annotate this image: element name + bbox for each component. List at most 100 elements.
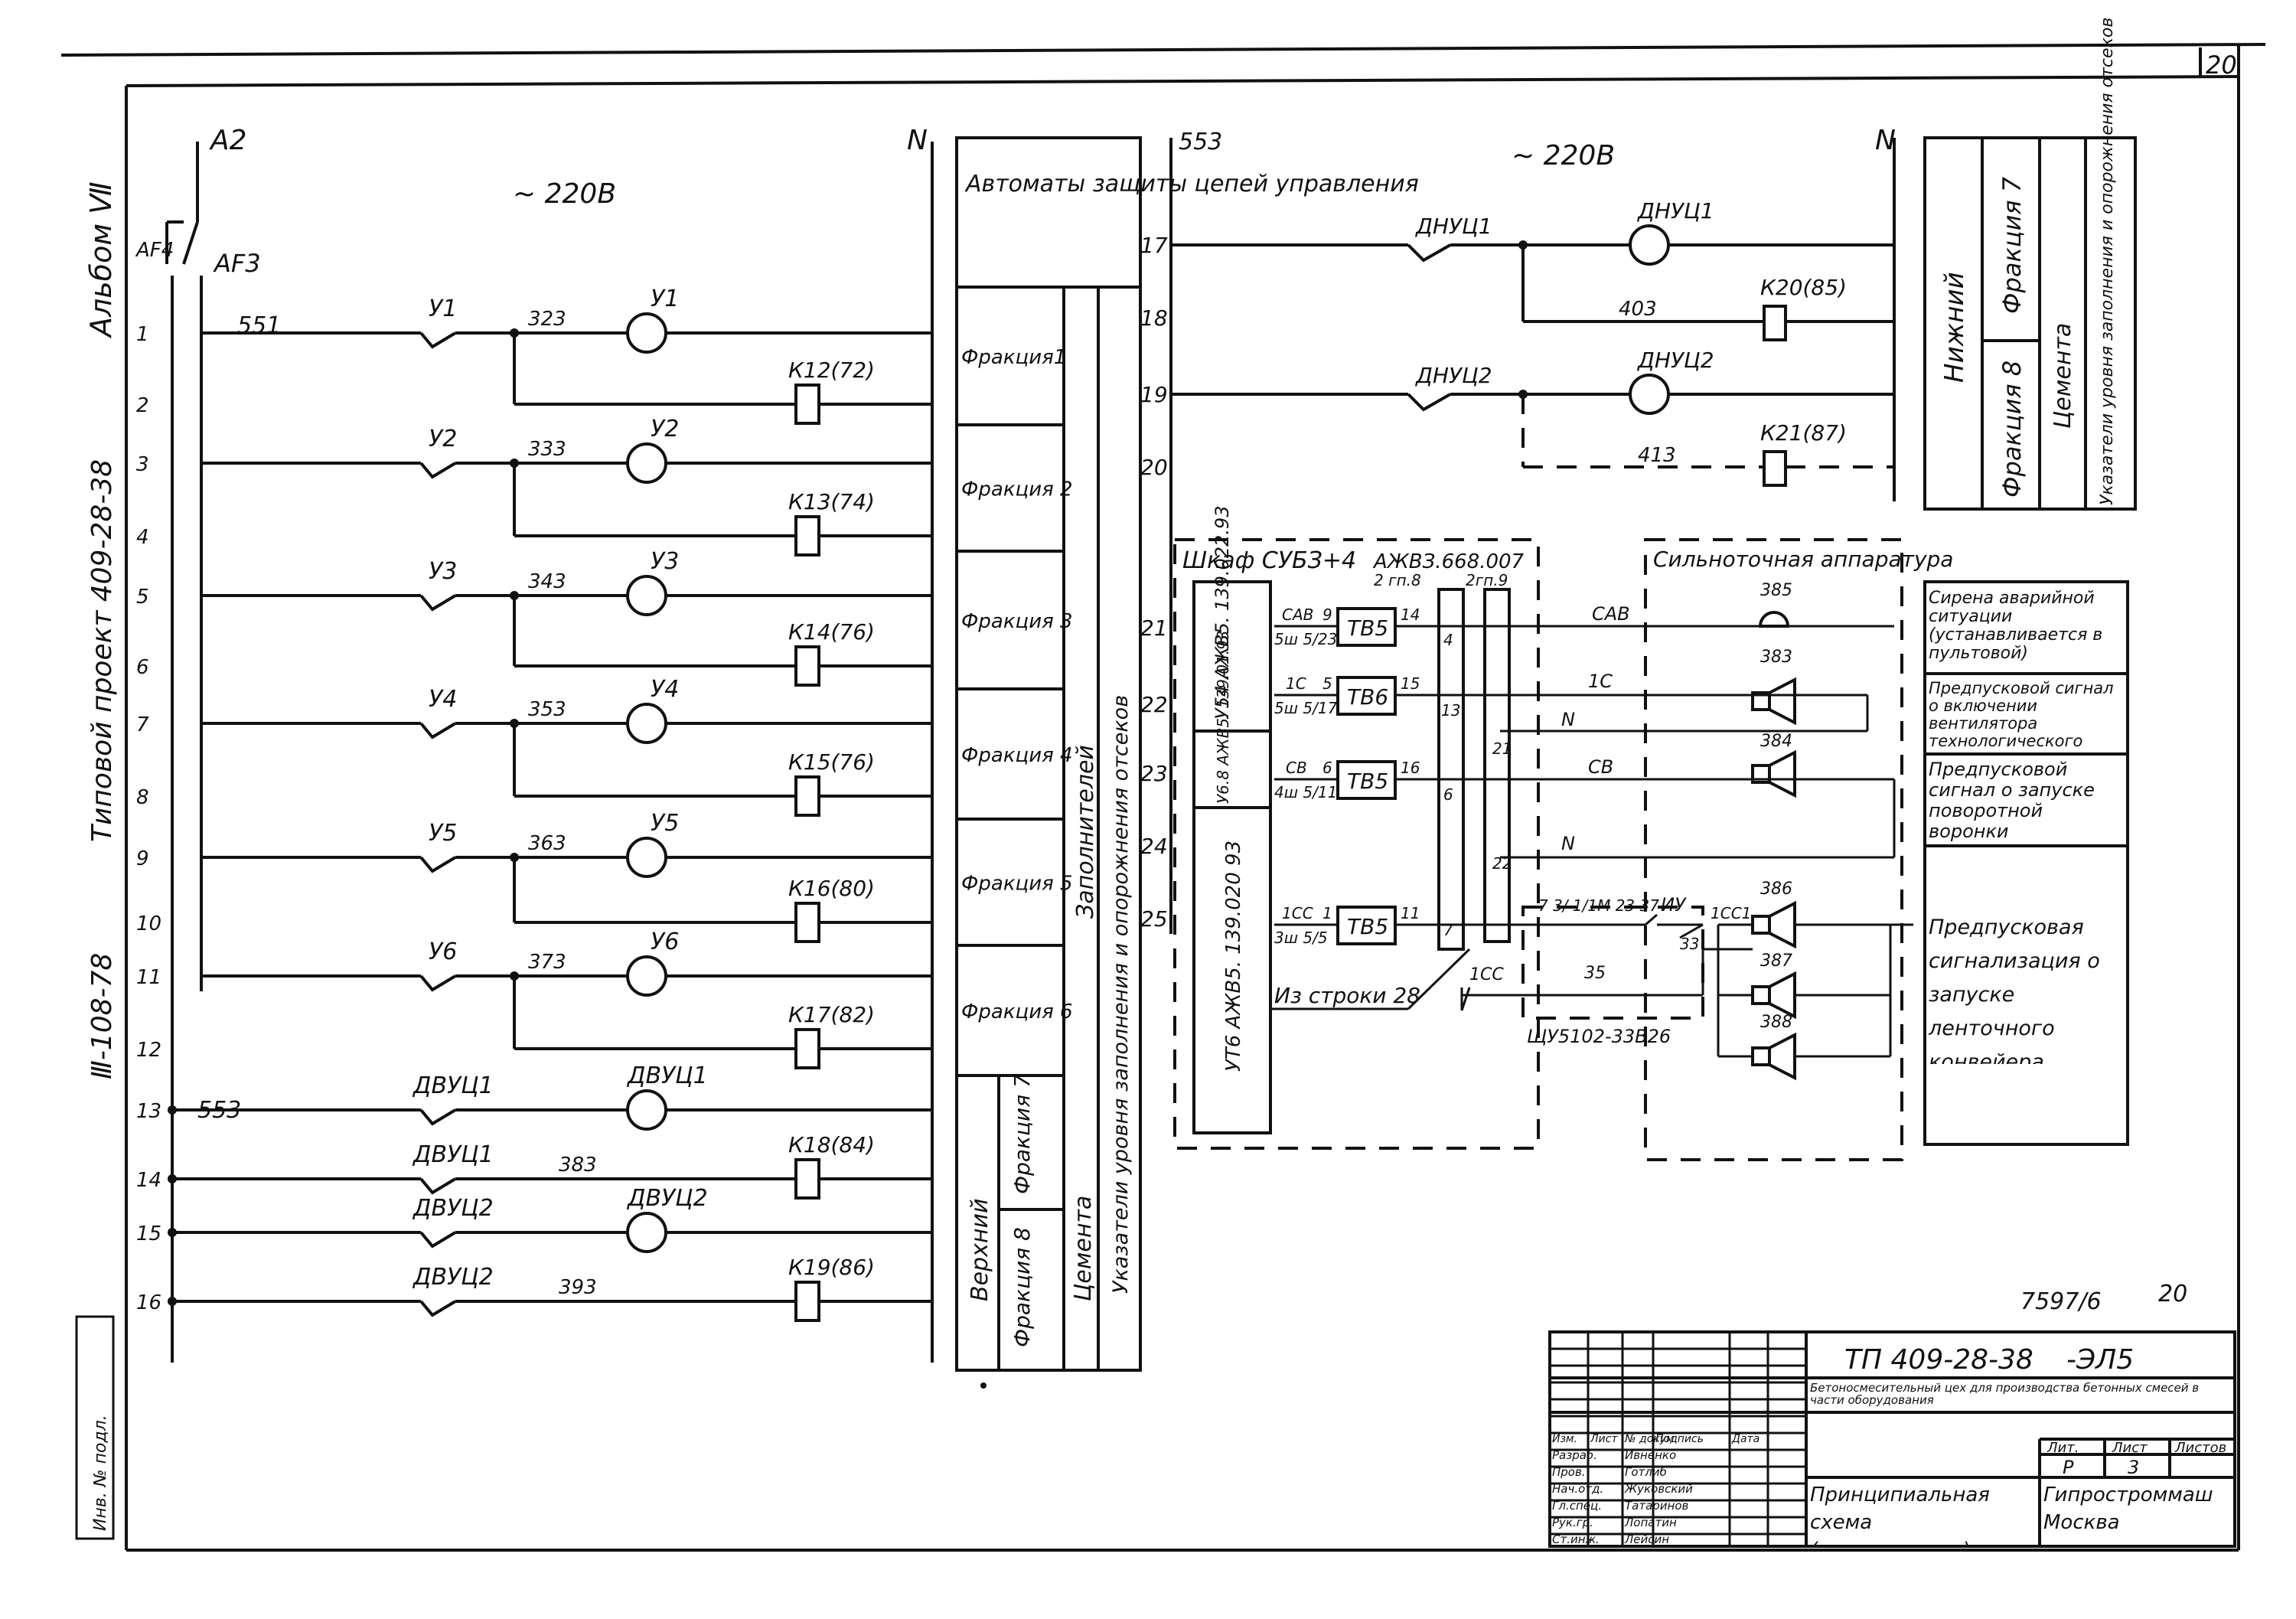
ajv-label: АЖВЗ.668.007 [1372, 550, 1525, 573]
switch-label-13: ДВУЦ1 [412, 1072, 494, 1099]
lit-head: Лит. [2047, 1440, 2079, 1456]
k33-label: 33 [1680, 935, 1699, 953]
row-number-15: 15 [136, 1222, 161, 1245]
wire-label-7: 353 [528, 698, 566, 721]
switch-label-11: У6 [429, 938, 457, 965]
legend-level-lower: Нижний [1939, 272, 1970, 383]
row-25: 25 [1140, 906, 1168, 932]
legend-cement: Цемента [2050, 323, 2076, 429]
row-19: 19 [1140, 382, 1168, 407]
sav-num: 14 [1401, 605, 1420, 624]
signal-legend-3: Предпусковой сигнал о запуске поворотной… [1929, 759, 2095, 842]
line-n1: N [1561, 709, 1575, 730]
fraction-cell-2: Фракция 2 [961, 478, 1073, 501]
tb-head-1: Лист [1590, 1433, 1618, 1445]
switch-label-3: У2 [429, 426, 457, 452]
bottom-cement: Цемента [1070, 1196, 1097, 1301]
wire-label-11: 373 [528, 951, 566, 974]
row-number-9: 9 [136, 847, 149, 870]
lamp-label-1: У1 [651, 286, 679, 312]
wire-label-3: 333 [528, 438, 566, 461]
lamp-label-11: У6 [651, 929, 679, 955]
list-head: Лист [2112, 1440, 2148, 1456]
row-number-10: 10 [136, 912, 161, 935]
sb-wire: 4ш 5/11 [1274, 783, 1337, 801]
fraction-cell-1: Фракция1 [961, 346, 1066, 369]
object-title: Бетоносмесительный цех для производства … [1810, 1382, 2200, 1407]
from-row-28: Из строки 28 [1274, 983, 1420, 1008]
device-385: 385 [1760, 581, 1792, 600]
tb-role-5: Ст.инж. [1552, 1533, 1600, 1546]
switch-label-15: ДВУЦ2 [412, 1195, 494, 1222]
switch-label-1: У1 [429, 295, 457, 322]
sav-wire: 5ш 5/23 [1274, 630, 1337, 648]
voltage-label-left: ~ 220В [513, 178, 616, 210]
sheet-number: 20 [2206, 51, 2237, 80]
listov-head: Листов [2174, 1440, 2226, 1456]
sav-pin: 9 [1322, 605, 1332, 624]
row-18: 18 [1140, 305, 1168, 331]
row-number-14: 14 [136, 1169, 161, 1192]
vertical-fillers: Заполнителей [1072, 745, 1099, 919]
tcc1-label: 1СС1 [1711, 904, 1751, 922]
sav-term: 4 [1443, 631, 1453, 649]
line-sav: САВ [1592, 603, 1630, 625]
tb-name-3: Татаринов [1625, 1499, 1689, 1513]
line-sv: СВ [1588, 756, 1613, 778]
row-number-1: 1 [136, 323, 149, 346]
tb-2: ТВ6 [1347, 684, 1388, 710]
project-label: Типовой проект 409-28-38 [86, 459, 118, 842]
row-23: 23 [1140, 761, 1168, 786]
tb-head-0: Изм. [1552, 1433, 1577, 1445]
relay-label-4: К13(74) [788, 489, 875, 514]
sheet-ref: 7597/6 [2020, 1288, 2102, 1315]
switch-label-7: У4 [429, 686, 457, 713]
doc-suffix: -ЭЛ5 [2066, 1344, 2134, 1376]
s1c-num: 15 [1401, 674, 1420, 693]
fraction-cell-6: Фракция 6 [961, 1000, 1073, 1023]
wire-label-5: 343 [528, 570, 566, 593]
relay-label-14: К18(84) [788, 1132, 875, 1157]
relay-label-12: К17(82) [788, 1002, 875, 1027]
wire-551: 551 [237, 312, 281, 339]
tb-4: ТВ5 [1347, 914, 1388, 939]
dnuc2-lamp: ДНУЦ2 [1636, 348, 1714, 373]
relay-label-6: К14(76) [788, 619, 875, 645]
breaker-table: Автоматы защиты цепей управления Фракция… [955, 136, 1419, 1389]
ssc-wire: 3ш 5/5 [1274, 929, 1328, 947]
code-label: Ⅲ-108-78 [86, 953, 118, 1079]
row-number-12: 12 [136, 1039, 161, 1062]
tb-head-3: Подпись [1655, 1433, 1704, 1445]
tb-role-3: Гл.спец. [1552, 1499, 1602, 1513]
lamp-label-15: ДВУЦ2 [626, 1185, 708, 1212]
tb-name-4: Лопатин [1624, 1516, 1677, 1529]
fraction-cell-4: Фракция 4 [961, 744, 1073, 767]
wire-553-right: 553 [1179, 129, 1222, 155]
lamp-label-13: ДВУЦ1 [626, 1062, 708, 1089]
switch-label-5: У3 [429, 558, 457, 585]
legend-fraction-8: Фракция 8 [1998, 361, 2027, 498]
relay-label-16: К19(86) [788, 1255, 875, 1280]
s1c-pin: 5 [1322, 674, 1332, 693]
s1c-tag: 1С [1286, 674, 1306, 693]
tb-name-0: Ивненко [1625, 1448, 1676, 1462]
table-header-1: Автоматы защиты цепей управления [964, 171, 1419, 197]
row-number-16: 16 [136, 1291, 161, 1314]
wire-label-14: 383 [559, 1154, 597, 1177]
tb-3: ТВ5 [1347, 769, 1388, 794]
tb-name-5: Лейсин [1624, 1533, 1669, 1546]
tb-role-2: Нач.отд. [1552, 1482, 1603, 1496]
row-22: 22 [1140, 692, 1168, 717]
relay-label-10: К16(80) [788, 876, 875, 901]
s1c-term: 13 [1441, 701, 1460, 720]
heavy-apparatus: Сильноточная аппаратура САВ 1С N СВ N 38… [1462, 538, 1953, 1161]
tb-role-4: Рук.гр. [1552, 1516, 1593, 1529]
voltage-label-right: ~ 220В [1512, 140, 1615, 171]
relay-label-8: К15(76) [788, 749, 875, 775]
bottom-box-label: ЩУ5102-33В26 [1527, 1026, 1671, 1047]
fraction-cell-5: Фракция 5 [961, 873, 1073, 896]
relay-label-2: К12(72) [788, 357, 875, 383]
album-label: Альбом Ⅶ [84, 181, 118, 339]
